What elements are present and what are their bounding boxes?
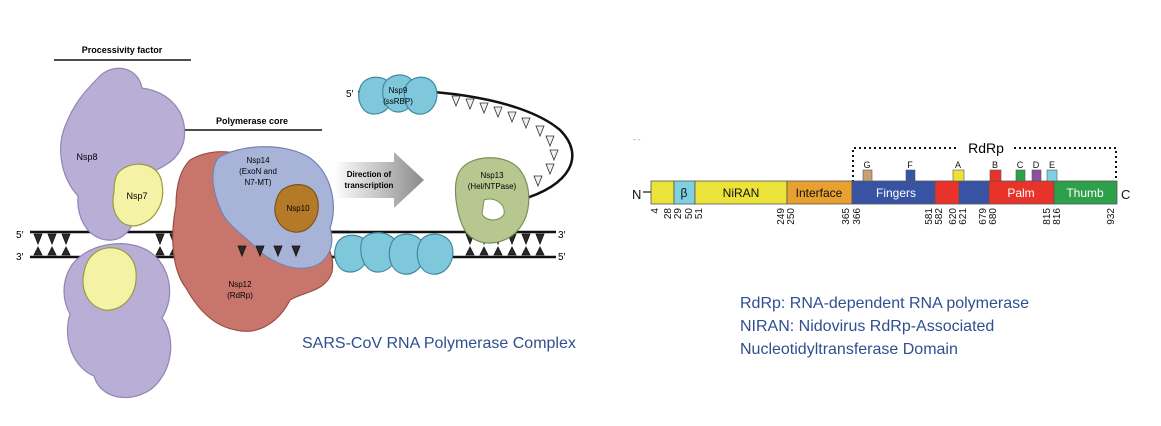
motif-label-f: F [907, 160, 913, 170]
abbreviation-legend: RdRp: RNA-dependent RNA polymerase NIRAN… [740, 292, 1029, 361]
prime5-ssrna: 5′ [346, 89, 354, 100]
rdrp-title: RdRp [968, 140, 1004, 156]
motif-g [862, 169, 873, 182]
tick-620: 620 [948, 208, 959, 225]
legend-line-rdrp: RdRp: RNA-dependent RNA polymerase [740, 295, 1030, 312]
motif-label-e: E [1049, 160, 1055, 170]
residue-ticks: 4 28 29 50 51 249 250 365 366 581 582 62… [650, 208, 1117, 225]
nsp7-lower [82, 247, 137, 311]
c-terminus: C [1121, 187, 1130, 202]
tick-28: 28 [663, 208, 674, 220]
beta-label: β [681, 186, 688, 200]
palm-label: Palm [1007, 186, 1034, 200]
nsp8-label: Nsp8 [76, 152, 97, 162]
direction-label-line1: Direction of [347, 170, 392, 179]
n-terminus: N [632, 187, 641, 202]
prime5-right: 5′ [558, 252, 566, 263]
nsp14 [212, 146, 334, 269]
tick-365: 365 [841, 208, 852, 225]
tick-366: 366 [852, 208, 863, 225]
motif-e [1046, 169, 1058, 182]
nsp7-upper [112, 163, 164, 227]
tick-4: 4 [650, 208, 661, 214]
tick-250: 250 [786, 208, 797, 225]
domain-thumb [1053, 180, 1118, 205]
tick-29: 29 [673, 208, 684, 220]
direction-label-line2: transcription [345, 181, 394, 190]
niran-label: NiRAN [723, 186, 760, 200]
motif-boxes [862, 169, 1058, 182]
motif-label-g: G [863, 160, 870, 170]
rdrp-channel-nucleotides [237, 245, 301, 258]
nsp9-label-line1: Nsp9 [389, 86, 408, 95]
tick-816: 816 [1052, 208, 1063, 225]
thumb-label: Thumb [1066, 186, 1104, 200]
tick-51: 51 [694, 208, 705, 220]
nsp13-pocket [481, 198, 505, 221]
motif-f [905, 169, 916, 182]
domain-bar [650, 180, 1118, 205]
tick-679: 679 [978, 208, 989, 225]
fingers-label: Fingers [876, 186, 916, 200]
direction-arrow [334, 152, 424, 208]
motif-c [1015, 169, 1026, 182]
tick-249: 249 [776, 208, 787, 225]
ssrna-nucleotides [451, 95, 559, 188]
tick-621: 621 [958, 208, 969, 225]
motif-label-d: D [1033, 160, 1040, 170]
complex-caption: SARS-CoV RNA Polymerase Complex [302, 335, 576, 352]
motif-a [952, 169, 965, 182]
tick-581: 581 [924, 208, 935, 225]
polymerase-core-label: Polymerase core [216, 116, 288, 126]
motif-b [989, 169, 1002, 182]
nsp13-label-line1: Nsp13 [480, 171, 504, 180]
nsp12-label-line1: Nsp12 [228, 280, 252, 289]
nascent-rna-beads [334, 232, 454, 275]
nsp14-label-line3: N7-MT) [244, 178, 271, 187]
polymerase-complex: Processivity factor Polymerase core [16, 45, 574, 399]
nsp7-label: Nsp7 [126, 191, 147, 201]
motif-label-b: B [992, 160, 998, 170]
nsp9-label-line2: (ssRBP) [383, 97, 413, 106]
prime3-left: 3′ [16, 252, 24, 263]
rdrp-domain-map: - - RdRp G F [632, 135, 1130, 225]
nsp13-label-line2: (Hel/NTPase) [468, 182, 517, 191]
processivity-factor-label: Processivity factor [82, 45, 163, 55]
nsp10-label: Nsp10 [286, 204, 310, 213]
nsp12-label-line2: (RdRp) [227, 291, 253, 300]
motif-labels: G F A B C D E [863, 160, 1055, 170]
tick-50: 50 [684, 208, 695, 220]
nsp9 [358, 74, 438, 115]
prime5-left: 5′ [16, 230, 24, 241]
rdrp-title-bg [958, 138, 1014, 158]
legend-line-niran: NIRAN: Nidovirus RdRp-Associated [740, 318, 995, 335]
domain-yellow-start [650, 180, 675, 205]
tick-582: 582 [934, 208, 945, 225]
interface-label: Interface [796, 186, 843, 200]
motif-label-a: A [955, 160, 961, 170]
stray-marks: - - [633, 135, 641, 144]
nsp14-label-line1: Nsp14 [246, 156, 270, 165]
tick-680: 680 [988, 208, 999, 225]
legend-line-niran-cont: Nucleotidyltransferase Domain [740, 341, 958, 358]
prime3-right: 3′ [558, 230, 566, 241]
tick-815: 815 [1042, 208, 1053, 225]
motif-d [1031, 169, 1042, 182]
nsp10 [274, 184, 319, 233]
tick-932: 932 [1106, 208, 1117, 225]
domain-palm-1 [934, 180, 960, 205]
motif-label-c: C [1017, 160, 1024, 170]
domain-fingers-2 [958, 180, 990, 205]
nsp14-label-line2: (ExoN and [239, 167, 277, 176]
